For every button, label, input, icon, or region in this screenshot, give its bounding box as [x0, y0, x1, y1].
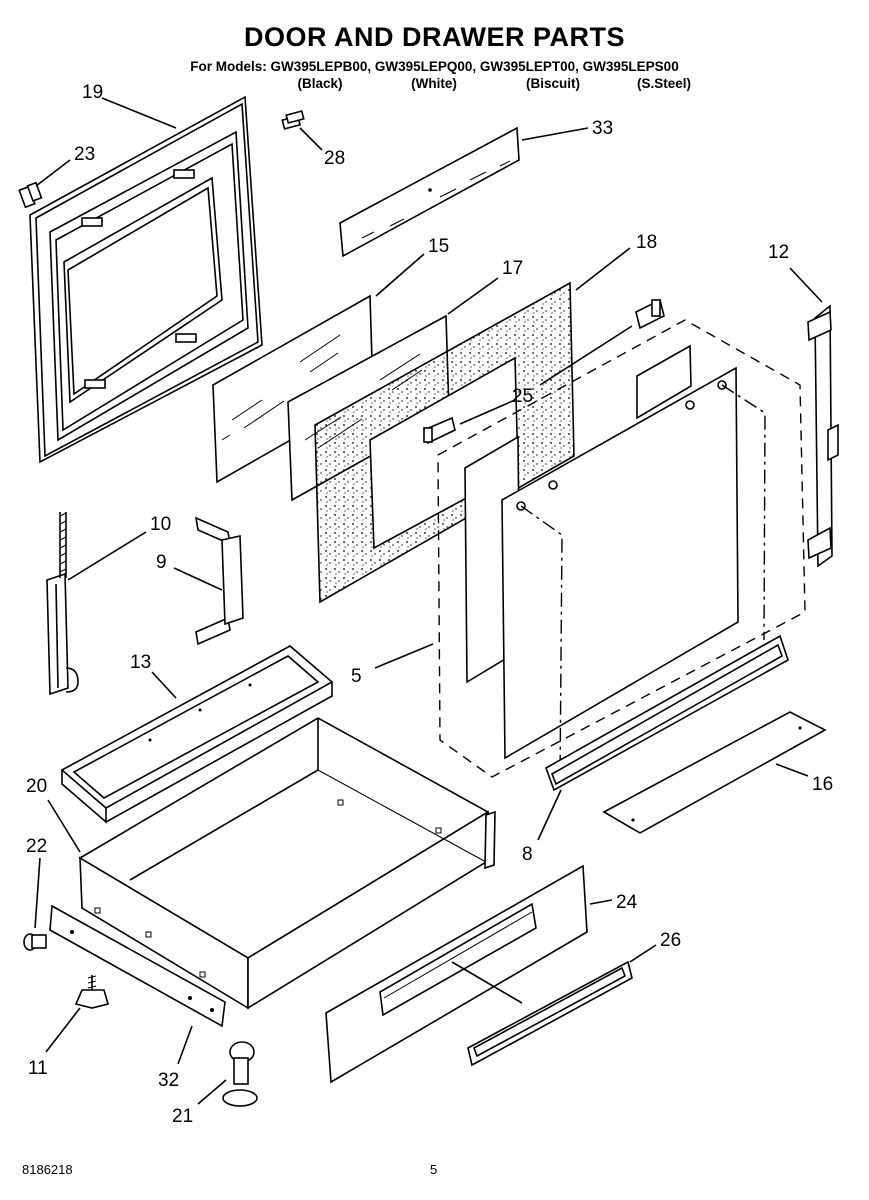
callout-9: 9: [156, 552, 167, 573]
part-handle-9: [194, 516, 244, 646]
callout-19: 19: [82, 82, 103, 103]
callout-5: 5: [351, 666, 362, 687]
callout-8: 8: [522, 844, 533, 865]
page-title: DOOR AND DRAWER PARTS: [244, 22, 625, 52]
callout-11: 11: [28, 1058, 48, 1079]
part-screw-22: [23, 933, 47, 951]
callout-25: 25: [512, 386, 533, 407]
variant-label-biscuit: (Biscuit): [526, 76, 580, 91]
part-bracket-33: [339, 126, 520, 258]
leader-lines: [34, 97, 823, 1105]
part-drawer-frame-13: [60, 645, 334, 824]
part-side-bracket-12: [807, 304, 839, 568]
callout-16: 16: [812, 774, 833, 795]
part-drawer-box-20: [78, 717, 496, 1010]
callout-28: 28: [324, 148, 345, 169]
part-drawer-front-24: [325, 864, 588, 1084]
variant-label-white: (White): [411, 76, 457, 91]
callout-24: 24: [616, 892, 638, 913]
document-number: 8186218: [22, 1162, 73, 1177]
part-drawer-handle-26: [467, 960, 633, 1067]
part-spacer-28: [281, 110, 305, 130]
callout-21: 21: [172, 1106, 193, 1127]
part-insulation-18: [314, 281, 575, 604]
callout-12: 12: [768, 242, 789, 263]
part-clip-23: [18, 181, 43, 209]
callout-23: 23: [74, 144, 95, 165]
callout-20: 20: [26, 776, 47, 797]
callout-26: 26: [660, 930, 681, 951]
callout-numbers: 19 23 28 33 15 17 18 12 25 10 9 5 13 20 …: [26, 82, 833, 1127]
variant-label-steel: (S.Steel): [636, 76, 692, 91]
callout-10: 10: [150, 514, 171, 535]
part-hinge-10: [46, 512, 79, 696]
callout-15: 15: [428, 236, 449, 257]
part-vent-16: [602, 711, 827, 834]
part-door-trim-8: [545, 634, 789, 792]
callout-33: 33: [592, 118, 613, 139]
page-number: 5: [430, 1162, 438, 1177]
callout-13: 13: [130, 652, 151, 673]
part-outer-door: [29, 95, 263, 464]
callout-22: 22: [26, 836, 47, 857]
variant-label-black: (Black): [297, 76, 343, 91]
part-clip-25: [423, 298, 665, 445]
part-inner-door-5: [437, 319, 806, 781]
callout-32: 32: [158, 1070, 179, 1091]
part-leveler-21: [222, 1041, 258, 1107]
model-list: For Models: GW395LEPB00, GW395LEPQ00, GW…: [190, 59, 679, 74]
callout-17: 17: [502, 258, 523, 279]
callout-18: 18: [636, 232, 657, 253]
part-leveler-11: [74, 975, 109, 1009]
part-slide-rail-32: [49, 904, 226, 1028]
